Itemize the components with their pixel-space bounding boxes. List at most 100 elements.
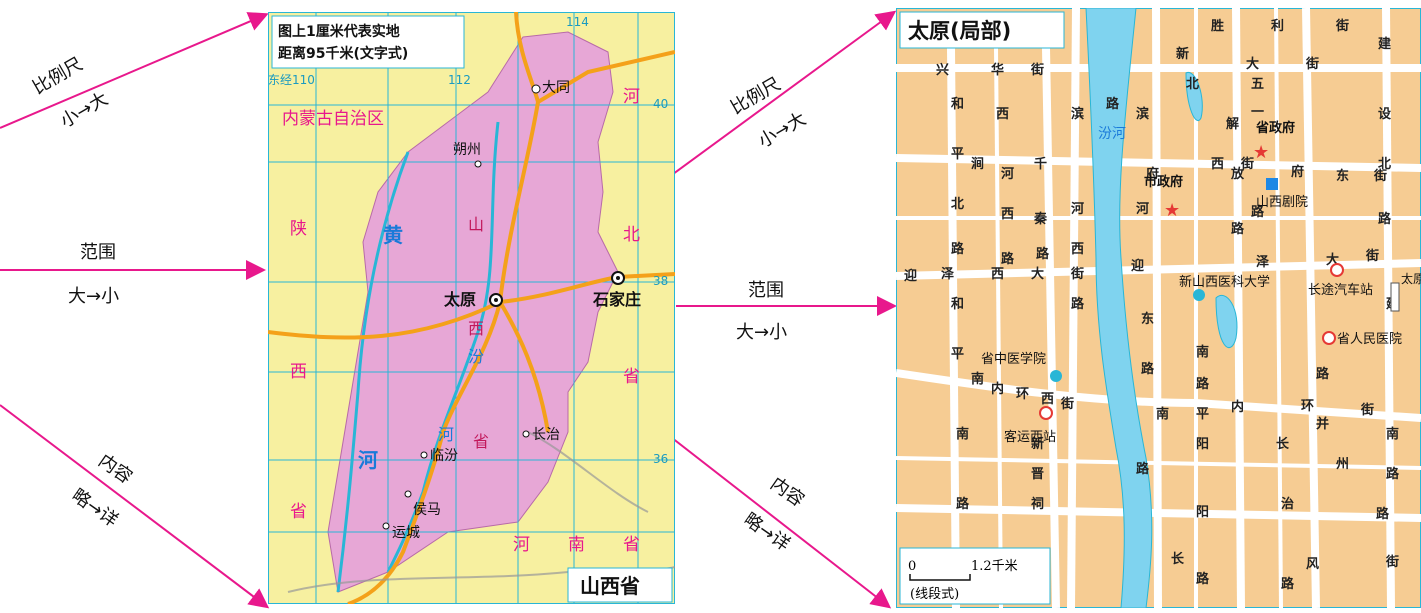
svg-text:路: 路 bbox=[956, 496, 970, 512]
region-sheng-2: 省 bbox=[623, 367, 640, 387]
svg-text:南: 南 bbox=[1196, 344, 1209, 360]
svg-text:华: 华 bbox=[991, 62, 1004, 78]
region-bei: 北 bbox=[623, 225, 640, 245]
scale-distance: 1.2千米 bbox=[971, 559, 1018, 574]
svg-text:府: 府 bbox=[1291, 164, 1304, 180]
svg-text:路: 路 bbox=[1141, 361, 1155, 377]
svg-text:路: 路 bbox=[1376, 506, 1390, 522]
svg-text:风: 风 bbox=[1306, 557, 1319, 572]
svg-text:秦: 秦 bbox=[1033, 211, 1048, 227]
svg-text:长: 长 bbox=[1171, 551, 1185, 567]
svg-text:街: 街 bbox=[1373, 168, 1387, 184]
region-he: 河 bbox=[623, 87, 640, 107]
place-taiyuan-station: 太原站 bbox=[1401, 271, 1421, 286]
svg-text:路: 路 bbox=[1378, 211, 1392, 227]
city-linfen: 临汾 bbox=[430, 448, 458, 464]
svg-text:路: 路 bbox=[1281, 576, 1295, 592]
label-shan: 山 bbox=[468, 215, 484, 234]
svg-text:街: 街 bbox=[1240, 156, 1254, 172]
lat-label-36: 36 bbox=[653, 452, 668, 466]
svg-text:街: 街 bbox=[1030, 62, 1044, 78]
svg-text:阳: 阳 bbox=[1196, 437, 1209, 452]
svg-text:路: 路 bbox=[1036, 246, 1050, 262]
svg-text:街: 街 bbox=[1305, 56, 1319, 72]
place-provincial-gov: 省政府 bbox=[1255, 120, 1295, 136]
svg-text:路: 路 bbox=[1231, 221, 1245, 237]
label-sheng: 省 bbox=[473, 432, 489, 451]
svg-text:南: 南 bbox=[1386, 426, 1399, 442]
place-shanxi-theater: 山西剧院 bbox=[1256, 195, 1308, 210]
svg-text:新: 新 bbox=[1031, 436, 1044, 452]
long-label-114: 114 bbox=[566, 15, 589, 29]
place-west-bus-station: 客运西站 bbox=[1004, 429, 1056, 445]
svg-text:路: 路 bbox=[1251, 204, 1265, 220]
svg-text:街: 街 bbox=[1360, 402, 1374, 418]
lat-label-38: 38 bbox=[653, 274, 668, 288]
svg-text:路: 路 bbox=[1196, 571, 1210, 587]
svg-text:西: 西 bbox=[1071, 242, 1084, 257]
city-map: 太原(局部) 汾河 兴华街 胜利街 新北大街 五一路 建设北路 解放路 府西街 … bbox=[896, 8, 1421, 608]
region-sheng: 省 bbox=[290, 502, 307, 522]
svg-text:祠: 祠 bbox=[1031, 496, 1044, 512]
fen-river bbox=[1085, 8, 1153, 608]
svg-text:胜: 胜 bbox=[1211, 19, 1224, 34]
river-label-fen: 汾 bbox=[468, 347, 484, 366]
svg-text:平: 平 bbox=[951, 347, 964, 362]
svg-text:内: 内 bbox=[991, 381, 1004, 397]
river-label-he: 河 bbox=[358, 448, 378, 472]
svg-text:街: 街 bbox=[1060, 396, 1074, 412]
river-label-he-2: 河 bbox=[438, 425, 454, 444]
svg-text:西: 西 bbox=[996, 107, 1009, 122]
svg-text:兴: 兴 bbox=[936, 62, 949, 78]
svg-text:平: 平 bbox=[951, 147, 964, 162]
place-long-distance-bus: 长途汽车站 bbox=[1308, 282, 1373, 298]
svg-text:长: 长 bbox=[1276, 436, 1290, 452]
left-range-sub: 大→小 bbox=[68, 286, 120, 307]
scale-zero: 0 bbox=[908, 559, 916, 574]
svg-text:五: 五 bbox=[1251, 77, 1264, 92]
label-xi: 西 bbox=[468, 319, 484, 338]
svg-text:河: 河 bbox=[1136, 201, 1149, 217]
svg-text:府: 府 bbox=[1146, 166, 1159, 182]
svg-text:建: 建 bbox=[1378, 36, 1391, 52]
svg-text:放: 放 bbox=[1230, 166, 1245, 182]
svg-text:路: 路 bbox=[1071, 296, 1085, 312]
svg-text:设: 设 bbox=[1378, 107, 1392, 122]
lat-label-40: 40 bbox=[653, 97, 668, 111]
svg-text:大: 大 bbox=[1246, 56, 1259, 72]
svg-text:街: 街 bbox=[1365, 248, 1379, 264]
svg-text:内: 内 bbox=[1231, 399, 1244, 415]
svg-text:南: 南 bbox=[971, 371, 984, 387]
region-xi: 西 bbox=[290, 362, 307, 382]
svg-text:西: 西 bbox=[991, 267, 1004, 282]
province-map-title: 山西省 bbox=[580, 574, 640, 598]
place-tcm-college: 省中医学院 bbox=[981, 351, 1046, 367]
svg-text:路: 路 bbox=[1001, 251, 1015, 267]
svg-text:南: 南 bbox=[956, 426, 969, 442]
river-label-fenhe: 汾河 bbox=[1098, 126, 1126, 142]
svg-text:泽: 泽 bbox=[1256, 255, 1270, 270]
svg-text:迎: 迎 bbox=[1131, 258, 1144, 274]
svg-text:街: 街 bbox=[1070, 266, 1084, 282]
svg-text:和: 和 bbox=[951, 96, 964, 112]
region-inner-mongolia: 内蒙古自治区 bbox=[282, 109, 384, 129]
region-shaan: 陕 bbox=[290, 219, 307, 239]
city-shuozhou: 朔州 bbox=[453, 142, 481, 158]
city-datong: 大同 bbox=[542, 80, 570, 96]
svg-text:平: 平 bbox=[1196, 407, 1209, 422]
svg-text:河: 河 bbox=[1071, 201, 1084, 217]
city-taiyuan: 太原 bbox=[443, 290, 476, 309]
svg-text:滨: 滨 bbox=[1071, 106, 1084, 122]
svg-text:西: 西 bbox=[1001, 207, 1014, 222]
svg-text:滨: 滨 bbox=[1136, 106, 1149, 122]
svg-text:一: 一 bbox=[1251, 105, 1264, 120]
svg-text:解: 解 bbox=[1225, 116, 1239, 132]
svg-text:路: 路 bbox=[1106, 96, 1120, 112]
svg-text:北: 北 bbox=[1186, 77, 1199, 92]
svg-text:千: 千 bbox=[1034, 156, 1047, 172]
left-range-title: 范围 bbox=[80, 242, 116, 263]
svg-text:涧: 涧 bbox=[971, 156, 984, 172]
svg-text:南: 南 bbox=[1156, 406, 1169, 422]
city-yuncheng: 运城 bbox=[392, 525, 420, 541]
city-shijiazhuang: 石家庄 bbox=[592, 290, 641, 309]
